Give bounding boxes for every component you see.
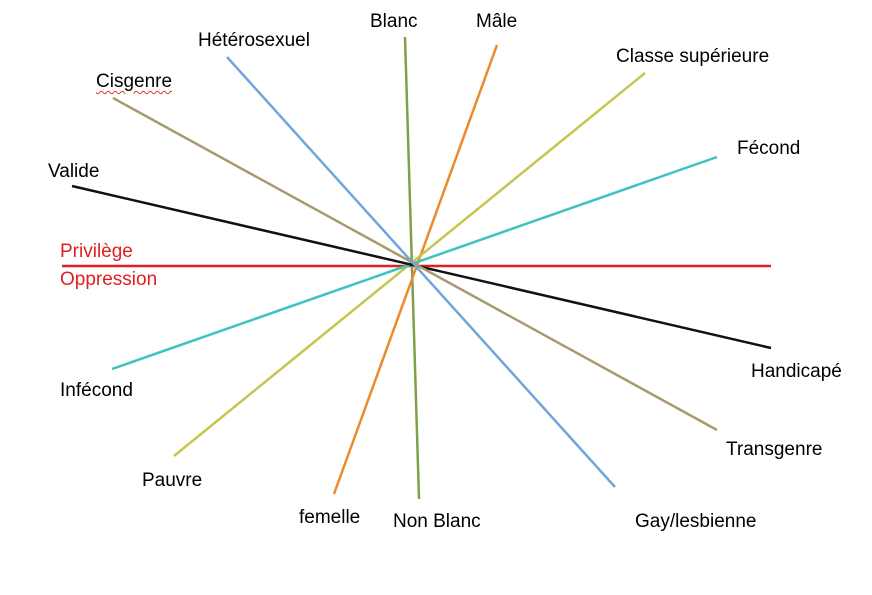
spoke-hetero [226,56,616,488]
label-pauvre: Pauvre [142,470,203,491]
label-handicape: Handicapé [751,361,842,382]
spoke-male [332,44,499,495]
label-cisgenre: Cisgenre [96,71,173,92]
label-blanc: Blanc [370,11,418,32]
privilege-label: Privilège [60,241,133,262]
label-valide: Valide [48,161,100,182]
oppression-label: Oppression [60,269,158,290]
label-male: Mâle [476,11,518,32]
label-fecond: Fécond [737,138,801,159]
label-heterosexuel: Hétérosexuel [198,30,310,51]
label-classe-superieure: Classe supérieure [616,46,770,67]
spoke-blanc [403,36,421,500]
label-infecond: Infécond [60,380,133,401]
label-transgenre: Transgenre [726,439,823,460]
label-gay-lesbienne: Gay/lesbienne [635,511,757,532]
label-femelle: femelle [299,507,361,528]
label-non-blanc: Non Blanc [393,511,481,532]
